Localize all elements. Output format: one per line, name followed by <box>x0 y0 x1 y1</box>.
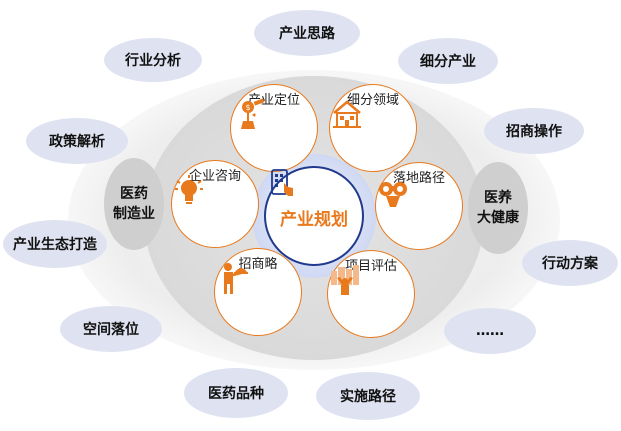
center-node: 产业规划 <box>264 166 364 266</box>
pill-yiyao-pinzhong: 医药品种 <box>184 368 288 418</box>
pill-chanye-silu: 产业思路 <box>254 10 360 56</box>
pill-ellipsis: …… <box>444 308 536 354</box>
node-xifen-lingyu: 细分领域 <box>329 84 417 172</box>
pill-zhaoshang-caozuo: 招商操作 <box>484 108 584 154</box>
binoculars-icon <box>379 182 407 207</box>
node-xiangmu-pinggu: 项目评估 <box>327 250 415 338</box>
node-label: 招商略 <box>238 257 278 272</box>
svg-text:$: $ <box>245 103 250 112</box>
pill-zhengce-jiexi: 政策解析 <box>26 118 128 164</box>
node-label: 落地路径 <box>392 171 445 186</box>
node-label: 产业定位 <box>247 93 300 108</box>
waiter-tray-icon <box>224 263 248 294</box>
pill-kongjian-luowei: 空间落位 <box>60 306 162 352</box>
node-label: 细分领域 <box>346 93 399 108</box>
pill-xingdong-fangan: 行动方案 <box>522 240 618 286</box>
node-label: 企业咨询 <box>188 169 241 184</box>
node-luodi-lujing: 落地路径 <box>375 162 463 250</box>
pill-chanye-shengtai: 产业生态打造 <box>3 220 107 268</box>
house-icon <box>333 100 361 128</box>
center-label: 产业规划 <box>280 209 348 230</box>
node-zhaoshang-lue: 招商略 <box>214 248 302 336</box>
pill-hangye-fenxi: 行业分析 <box>104 38 202 82</box>
pill-xifen-chanye: 细分产业 <box>398 38 498 84</box>
city-cheer-icon <box>331 265 359 295</box>
side-node-right: 医养 大健康 <box>468 162 528 254</box>
node-qiye-zixun: 企业咨询 <box>171 160 259 248</box>
side-node-left: 医药 制造业 <box>104 158 164 250</box>
lightbulb-icon <box>175 175 203 204</box>
money-plant-telescope-icon: $ <box>241 98 265 129</box>
node-chanye-dingwei: $ 产业定位 <box>230 84 318 172</box>
pill-shishi-lujing: 实施路径 <box>316 372 420 420</box>
phone-touch-icon <box>271 169 293 196</box>
